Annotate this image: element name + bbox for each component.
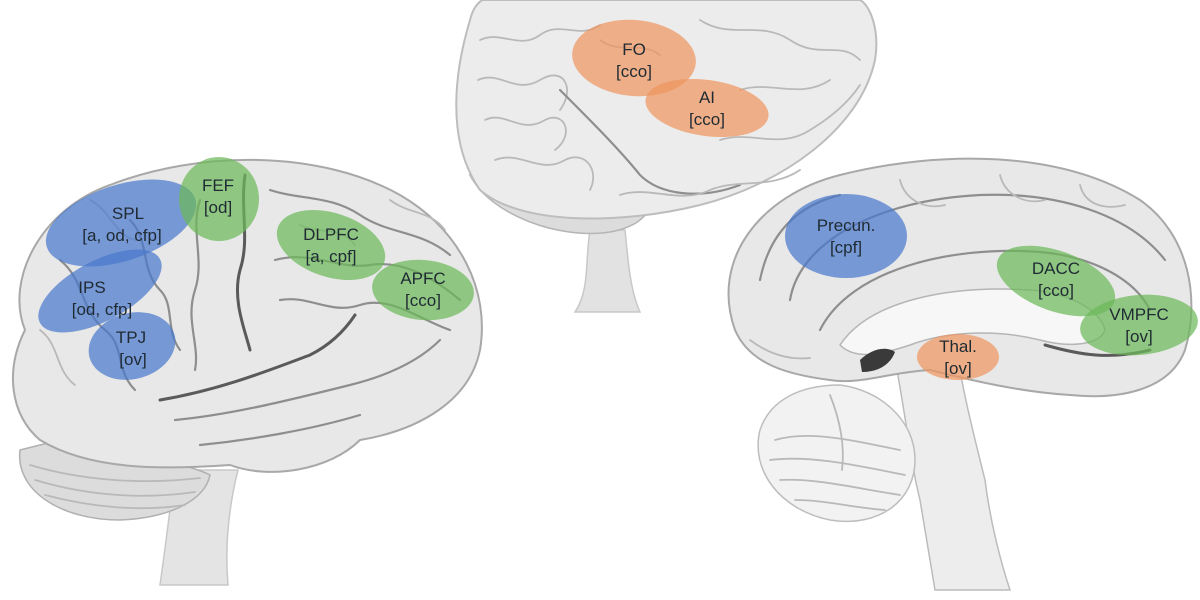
thal-region — [917, 334, 999, 380]
vmpfc-label: VMPFC[ov] — [1109, 305, 1169, 346]
ips-region — [38, 249, 162, 333]
dlpfc-label: DLPFC[a, cpf] — [303, 225, 359, 266]
dlpfc-region — [276, 209, 386, 281]
spl-label: SPL[a, od, cfp] — [82, 204, 161, 245]
ventricle — [860, 348, 895, 372]
region-overlays: FO[cco] AI[cco] SPL[a, od, cfp] FEF[od] … — [38, 19, 1198, 380]
right-cerebellum — [757, 384, 916, 523]
apfc-region — [372, 259, 474, 321]
fef-region — [179, 157, 259, 241]
dacc-region — [996, 245, 1116, 317]
tpj-region — [88, 312, 176, 380]
left-cerebellum — [18, 439, 211, 521]
tpj-label: TPJ[ov] — [116, 328, 147, 369]
precun-region — [785, 194, 907, 278]
ips-label: IPS[od, cfp] — [72, 278, 132, 319]
precun-label: Precun.[cpf] — [817, 216, 876, 257]
fo-region — [572, 19, 696, 97]
ai-label: AI[cco] — [689, 88, 725, 129]
dacc-label: DACC[cco] — [1032, 259, 1080, 300]
vmpfc-region — [1080, 294, 1198, 356]
thal-label: Thal.[ov] — [939, 337, 977, 378]
fo-label: FO[cco] — [616, 40, 652, 81]
spl-region — [45, 179, 197, 267]
fef-label: FEF[od] — [202, 176, 234, 217]
apfc-label: APFC[cco] — [400, 269, 445, 310]
ai-region — [645, 78, 769, 138]
